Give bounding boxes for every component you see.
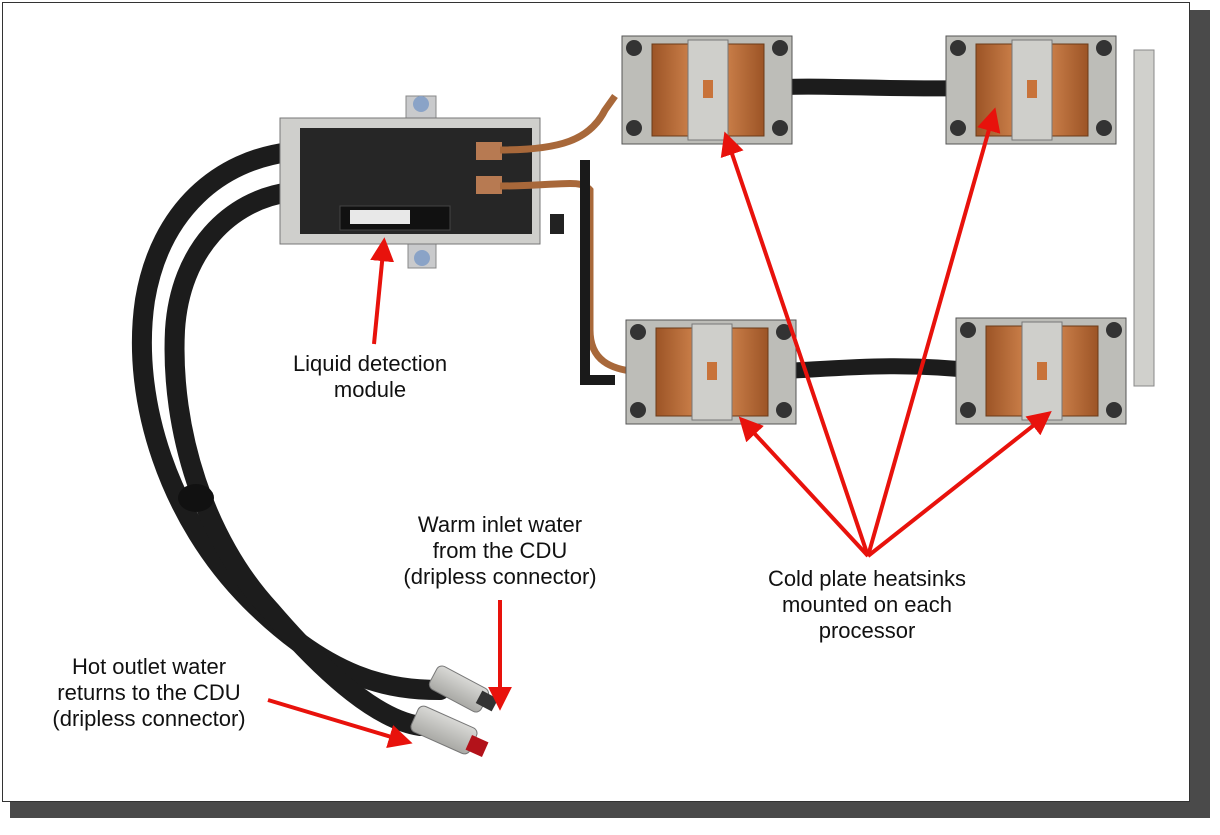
label-line: Liquid detection bbox=[292, 351, 448, 376]
label-line: Warm inlet water bbox=[417, 512, 583, 537]
label-line: Cold plate heatsinks bbox=[767, 566, 967, 591]
label-cold-plate-heatsinks: Cold plate heatsinks mounted on each pro… bbox=[732, 566, 1002, 644]
cold-plate-heatsink-bottom-right bbox=[955, 317, 1127, 425]
arrow-cold-plate-top-right bbox=[866, 107, 1001, 557]
label-line: module bbox=[333, 377, 407, 402]
label-liquid-detection-module: Liquid detection module bbox=[270, 351, 470, 403]
arrow-liquid-detection bbox=[370, 237, 395, 345]
hose-pair bbox=[131, 142, 450, 736]
label-line: processor bbox=[818, 618, 916, 643]
label-line: Hot outlet water bbox=[71, 654, 227, 679]
label-line: returns to the CDU bbox=[57, 680, 241, 705]
arrow-hot-outlet bbox=[267, 698, 413, 748]
arrow-cold-plate-top-left bbox=[720, 131, 870, 557]
label-warm-inlet-water: Warm inlet water from the CDU (dripless … bbox=[370, 512, 630, 590]
cold-plate-heatsink-bottom-left bbox=[625, 319, 797, 425]
callout-arrows bbox=[267, 107, 1052, 748]
coolant-pipes bbox=[499, 49, 1155, 387]
cold-plate-heatsink-top-right bbox=[945, 35, 1117, 145]
label-line: (dripless connector) bbox=[52, 706, 246, 731]
arrow-cold-plate-bottom-right bbox=[866, 411, 1052, 558]
liquid-detection-module bbox=[279, 95, 564, 269]
arrow-cold-plate-bottom-left bbox=[738, 416, 870, 558]
cold-plate-heatsink-top-left bbox=[621, 35, 793, 145]
label-hot-outlet-water: Hot outlet water returns to the CDU (dri… bbox=[24, 654, 274, 732]
hot-outlet-connector bbox=[410, 705, 489, 757]
label-line: mounted on each bbox=[781, 592, 953, 617]
warm-inlet-connector bbox=[428, 665, 499, 713]
label-line: (dripless connector) bbox=[403, 564, 597, 589]
label-line: from the CDU bbox=[432, 538, 568, 563]
